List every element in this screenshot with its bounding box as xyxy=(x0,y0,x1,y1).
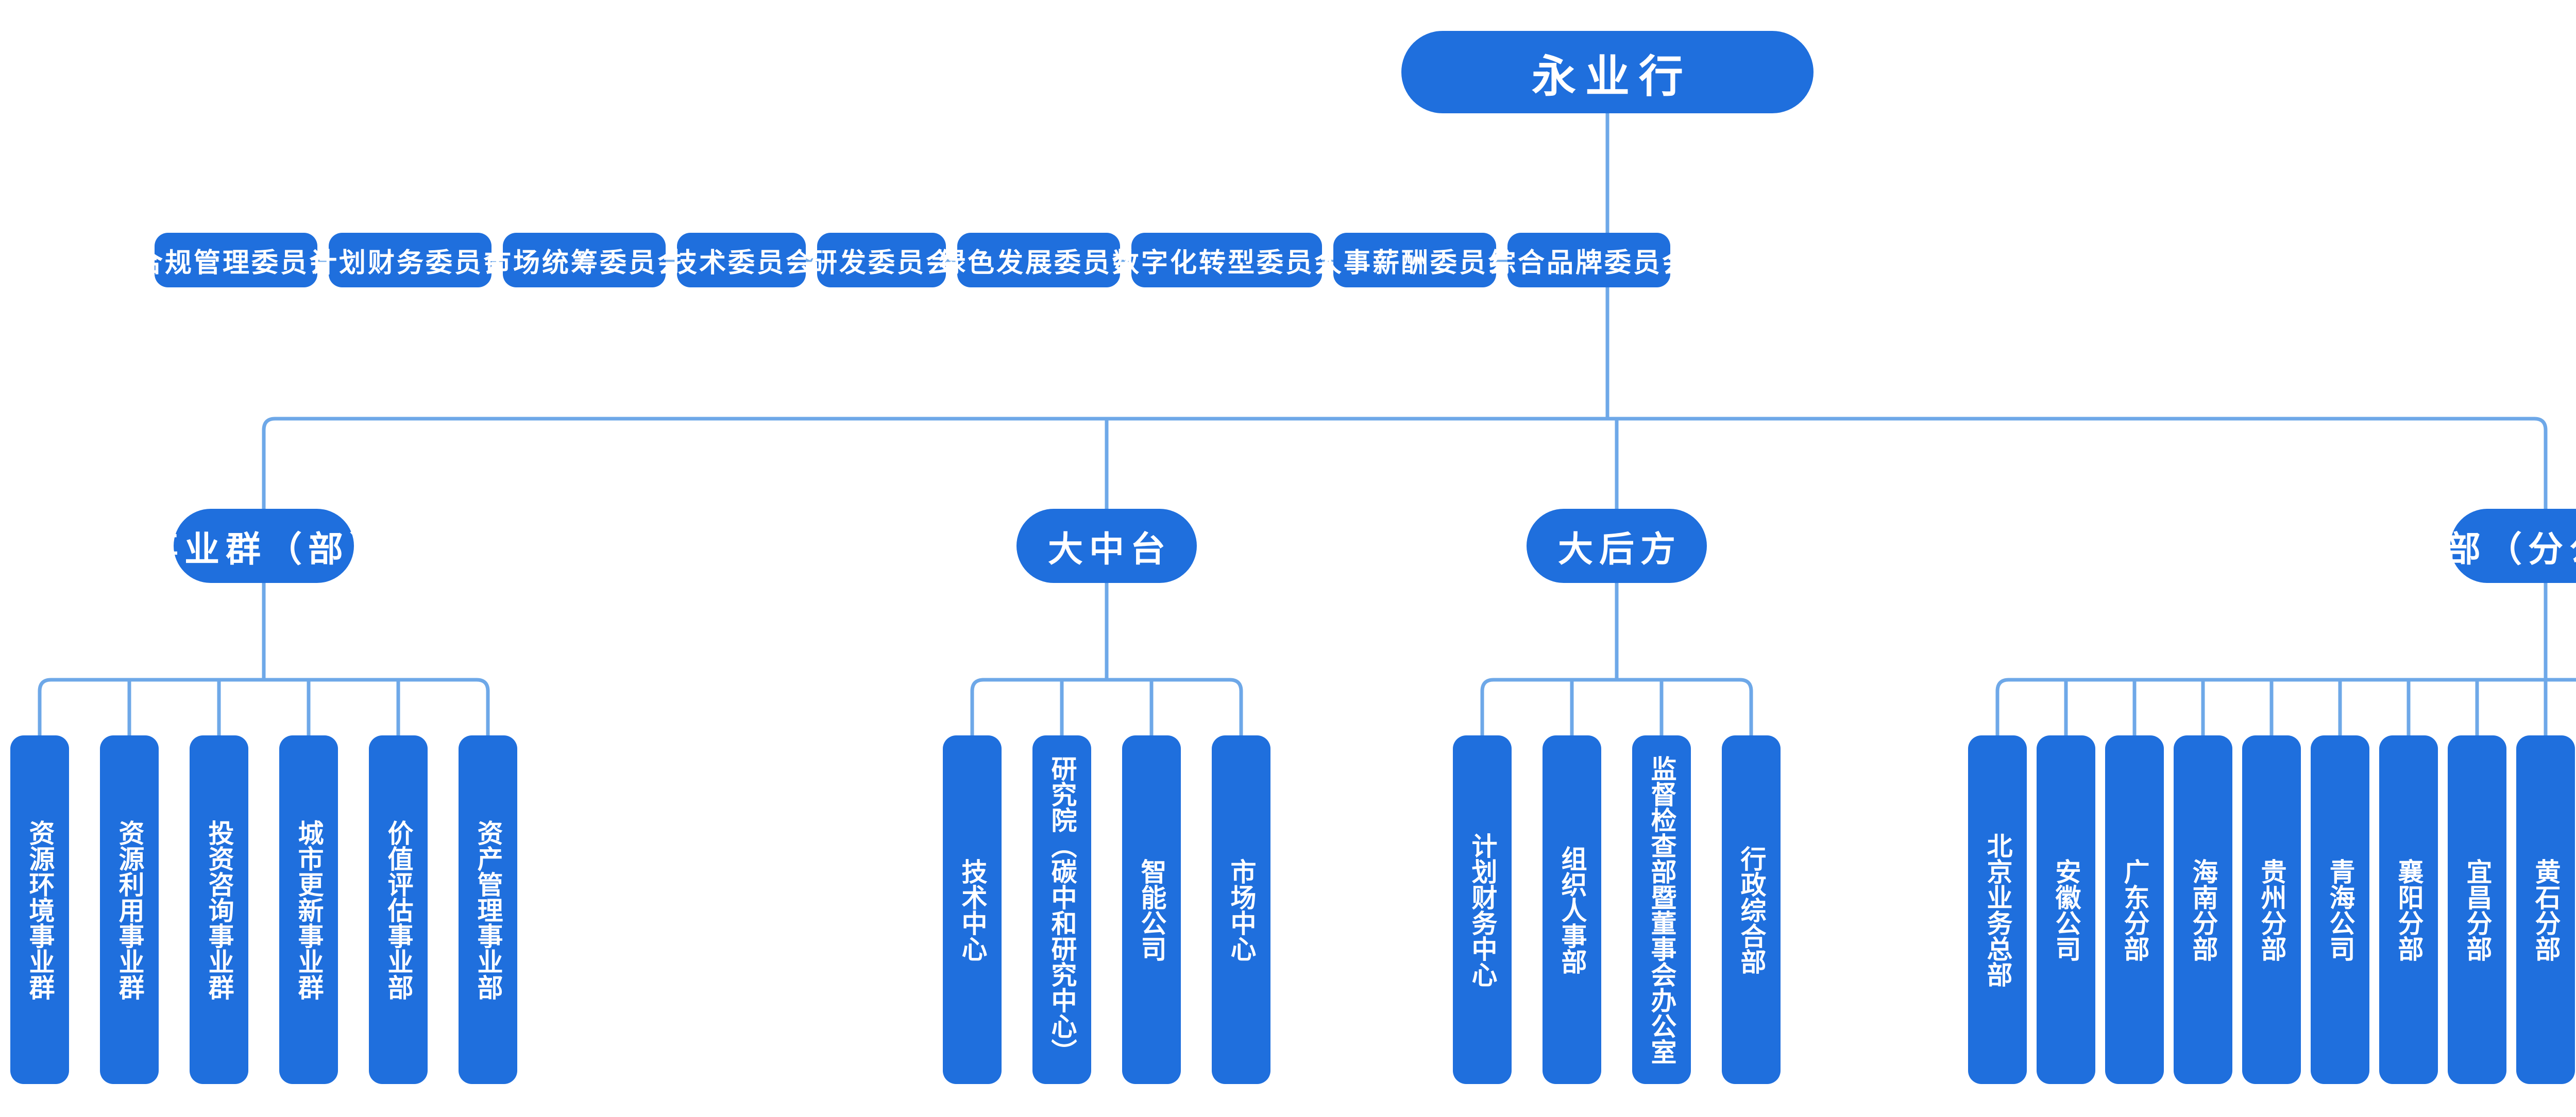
leaf-node-2-4[interactable]: 市场中心 xyxy=(1212,735,1270,1084)
group-label: 事业群（部） xyxy=(143,529,391,569)
leaf-node-4-5[interactable]: 贵州分部 xyxy=(2242,735,2301,1084)
leaf-node-2-1[interactable]: 技术中心 xyxy=(943,735,1002,1084)
leaf-node-4-7[interactable]: 襄阳分部 xyxy=(2379,735,2438,1084)
leaf-node-3-3[interactable]: 监督检查部暨董事会办公室 xyxy=(1632,735,1691,1084)
leaf-label: 市场中心 xyxy=(1227,858,1256,961)
leaf-node-4-3[interactable]: 广东分部 xyxy=(2105,735,2164,1084)
committee-label: 市场统筹委员会 xyxy=(484,248,687,278)
leaf-label: 投资咨询事业群 xyxy=(205,819,234,1000)
leaf-node-2-2[interactable]: 研究院（碳中和研究中心） xyxy=(1032,735,1091,1084)
group-label: 大后方 xyxy=(1557,529,1682,569)
leaf-node-4-1[interactable]: 北京业务总部 xyxy=(1968,735,2027,1084)
leaf-node-3-1[interactable]: 计划财务中心 xyxy=(1453,735,1512,1084)
leaf-node-1-5[interactable]: 价值评估事业部 xyxy=(369,735,428,1084)
committee-node-5[interactable]: 研发委员会 xyxy=(810,233,953,287)
committee-node-1[interactable]: 合规管理委员会 xyxy=(136,233,336,287)
leaf-node-2-3[interactable]: 智能公司 xyxy=(1122,735,1181,1084)
committee-label: 合规管理委员会 xyxy=(136,248,338,278)
leaf-label: 计划财务中心 xyxy=(1468,832,1497,987)
leaf-node-1-4[interactable]: 城市更新事业群 xyxy=(279,735,338,1084)
leaf-label: 技术中心 xyxy=(958,858,987,961)
leaf-label: 智能公司 xyxy=(1137,858,1166,961)
committee-node-8[interactable]: 人事薪酬委员会 xyxy=(1315,233,1515,287)
leaf-label: 青海公司 xyxy=(2326,858,2355,961)
group-node-4[interactable]: 分部（分公司） xyxy=(2404,509,2576,583)
leaf-label: 资产管理事业部 xyxy=(473,819,503,1000)
group-node-2[interactable]: 大中台 xyxy=(1016,509,1197,583)
leaf-label: 资源环境事业群 xyxy=(25,819,55,1000)
leaf-label: 组织人事部 xyxy=(1557,845,1587,974)
leaf-label: 贵州分部 xyxy=(2257,858,2286,961)
leaf-node-1-2[interactable]: 资源利用事业群 xyxy=(100,735,159,1084)
leaf-node-3-4[interactable]: 行政综合部 xyxy=(1722,735,1781,1084)
leaf-label: 城市更新事业群 xyxy=(294,819,324,1000)
leaf-label: 北京业务总部 xyxy=(1983,832,2012,987)
leaf-node-4-6[interactable]: 青海公司 xyxy=(2311,735,2369,1084)
committee-label: 研发委员会 xyxy=(810,248,955,278)
leaf-label: 广东分部 xyxy=(2120,858,2149,961)
group-node-1[interactable]: 事业群（部） xyxy=(143,509,384,583)
leaf-label: 海南分部 xyxy=(2189,858,2218,961)
leaf-label: 价值评估事业部 xyxy=(384,819,413,1000)
committee-node-9[interactable]: 综合品牌委员会 xyxy=(1489,233,1689,287)
leaf-label: 研究院（碳中和研究中心） xyxy=(1047,755,1077,1064)
committee-node-6[interactable]: 绿色发展委员会 xyxy=(939,233,1139,287)
committee-label: 综合品牌委员会 xyxy=(1489,248,1691,278)
root-label: 永业行 xyxy=(1532,51,1692,101)
leaf-label: 监督检查部暨董事会办公室 xyxy=(1647,755,1676,1064)
leaf-node-1-1[interactable]: 资源环境事业群 xyxy=(10,735,69,1084)
leaf-node-1-6[interactable]: 资产管理事业部 xyxy=(459,735,517,1084)
committee-node-7[interactable]: 数字化转型委员会 xyxy=(1112,233,1341,287)
leaf-label: 行政综合部 xyxy=(1737,845,1766,974)
leaf-label: 襄阳分部 xyxy=(2394,858,2424,961)
leaf-node-3-2[interactable]: 组织人事部 xyxy=(1543,735,1601,1084)
group-label: 大中台 xyxy=(1047,529,1172,569)
leaf-node-4-8[interactable]: 宜昌分部 xyxy=(2448,735,2506,1084)
leaf-node-4-2[interactable]: 安徽公司 xyxy=(2037,735,2095,1084)
committee-node-4[interactable]: 技术委员会 xyxy=(670,233,812,287)
committee-label: 人事薪酬委员会 xyxy=(1315,248,1517,278)
leaf-node-4-4[interactable]: 海南分部 xyxy=(2174,735,2232,1084)
group-label: 分部（分公司） xyxy=(2404,529,2576,569)
committee-label: 数字化转型委员会 xyxy=(1112,248,1344,278)
leaf-label: 宜昌分部 xyxy=(2463,858,2492,961)
root-node[interactable]: 永业行 xyxy=(1401,31,1814,113)
leaf-node-1-3[interactable]: 投资咨询事业群 xyxy=(190,735,248,1084)
committee-node-3[interactable]: 市场统筹委员会 xyxy=(484,233,684,287)
leaf-label: 黄石分部 xyxy=(2531,858,2561,961)
committee-label: 计划财务委员会 xyxy=(310,248,513,278)
leaf-label: 资源利用事业群 xyxy=(115,819,144,1000)
leaf-label: 安徽公司 xyxy=(2052,858,2081,961)
committee-label: 技术委员会 xyxy=(670,248,815,278)
leaf-node-4-9[interactable]: 黄石分部 xyxy=(2516,735,2575,1084)
committee-node-2[interactable]: 计划财务委员会 xyxy=(310,233,510,287)
committee-label: 绿色发展委员会 xyxy=(939,248,1141,278)
group-node-3[interactable]: 大后方 xyxy=(1527,509,1707,583)
